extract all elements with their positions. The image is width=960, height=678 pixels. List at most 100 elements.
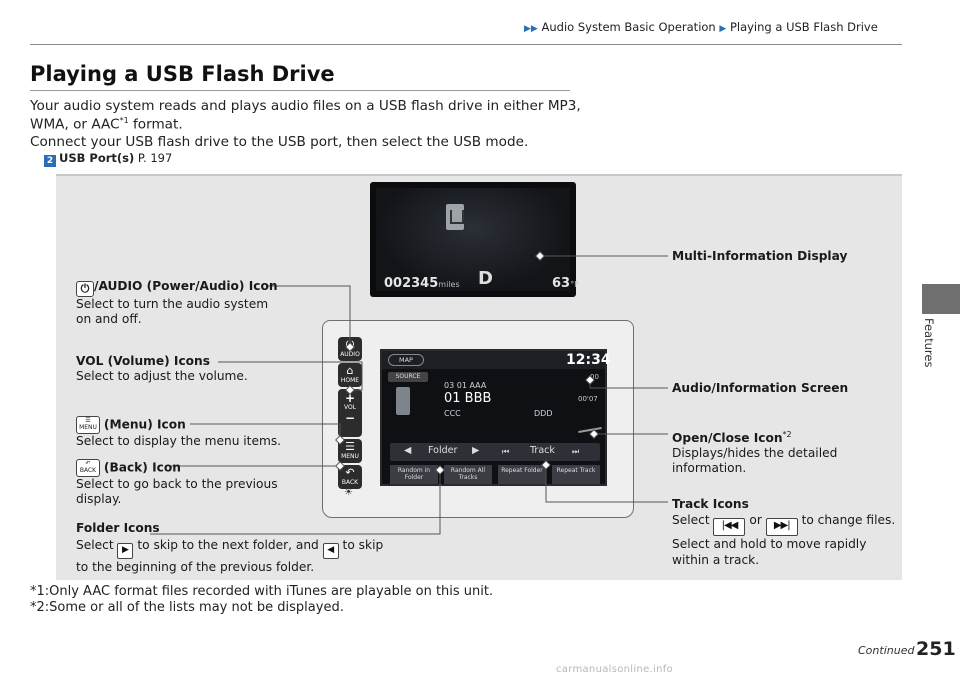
callout-track-title: Track Icons	[672, 497, 749, 511]
callout-open-close-desc-1: Displays/hides the detailed	[672, 446, 838, 461]
skip-forward-icon[interactable]: ⏭	[572, 447, 580, 456]
callout-track-change: to change files.	[801, 513, 896, 527]
elapsed-time: 00'07	[578, 395, 598, 403]
folder-previous-icon[interactable]: ◀	[404, 445, 412, 456]
callout-open-close-title: Open/Close Icon	[672, 431, 783, 446]
breadcrumb-arrow-icon: ▶	[719, 24, 727, 34]
breadcrumb-arrow-icon: ▶▶	[524, 24, 538, 34]
callout-track-or: or	[749, 513, 762, 527]
gear-indicator: D	[478, 268, 493, 289]
repeat-folder-button[interactable]: Repeat Folder	[498, 465, 546, 484]
random-all-tracks-button[interactable]: Random All Tracks	[444, 465, 492, 484]
outside-temperature: 63°F	[552, 276, 579, 291]
callout-back-desc-1: Select to go back to the previous	[76, 477, 278, 491]
volume-buttons[interactable]: +VOL−	[338, 389, 362, 437]
callout-folder-title: Folder Icons	[76, 521, 160, 535]
volume-down-icon[interactable]: −	[344, 411, 356, 425]
intro-line-2-b: format.	[128, 116, 183, 133]
screen-status-bar	[382, 351, 605, 369]
callout-power: ⏻/AUDIO (Power/Audio) Icon Select to tur…	[76, 279, 278, 327]
callout-track: Track Icons Select |◀◀ or ▶▶| to change …	[672, 496, 895, 568]
breadcrumb-section[interactable]: Audio System Basic Operation	[541, 20, 716, 34]
folder-next-icon[interactable]: ▶	[472, 445, 480, 456]
intro-line-3: Connect your USB flash drive to the USB …	[30, 134, 529, 150]
callout-folder-select: Select	[76, 538, 114, 552]
callout-folder-skip: to skip	[342, 538, 384, 552]
intro-line-2: WMA, or AAC*1 format.	[30, 116, 183, 133]
reference-page: P. 197	[137, 151, 173, 165]
callout-track-desc-3: within a track.	[672, 553, 760, 567]
folder-previous-icon: ◀	[322, 543, 339, 559]
reference-arrow-icon: 2	[44, 155, 56, 167]
power-icon: ⏻	[76, 281, 94, 297]
map-button[interactable]: MAP	[388, 354, 424, 366]
power-audio-button-label: AUDIO	[340, 351, 360, 358]
callout-mid-title: Multi-Information Display	[672, 249, 848, 263]
callout-power-desc-1: Select to turn the audio system	[76, 297, 269, 311]
callout-track-desc-2: Select and hold to move rapidly	[672, 537, 867, 551]
folder-next-icon: ▶	[117, 543, 134, 559]
play-mode-options: Random in Folder Random All Tracks Repea…	[390, 465, 600, 484]
folder-line: 03 01 AAA	[444, 381, 487, 390]
footnote-2: *2:Some or all of the lists may not be d…	[30, 600, 344, 615]
back-icon: ↶	[345, 466, 355, 479]
callout-power-title: /AUDIO (Power/Audio) Icon	[94, 279, 278, 293]
watermark: carmanualsonline.info	[556, 664, 673, 675]
page-title: Playing a USB Flash Drive	[30, 62, 335, 86]
menu-icon: ☰	[345, 440, 355, 453]
temperature-value: 63	[552, 276, 571, 291]
skip-back-icon[interactable]: ⏮	[502, 447, 510, 456]
callout-screen: Audio/Information Screen	[672, 381, 848, 396]
callout-back-title: (Back) Icon	[103, 460, 181, 475]
artist-name: CCC	[444, 409, 461, 418]
skip-back-icon: |◀◀	[713, 518, 746, 536]
callout-mid: Multi-Information Display	[672, 249, 847, 264]
chapter-tab[interactable]	[922, 284, 960, 314]
callout-back: ↶BACK (Back) Icon Select to go back to t…	[76, 459, 278, 507]
reference-label: USB Port(s)	[59, 151, 135, 165]
intro-line-1: Your audio system reads and plays audio …	[30, 98, 581, 114]
odometer-value: 002345	[384, 276, 439, 291]
callout-volume-desc: Select to adjust the volume.	[76, 369, 248, 383]
header-divider	[30, 44, 902, 45]
menu-button-label: MENU	[341, 453, 359, 460]
callout-menu-title: (Menu) Icon	[103, 417, 186, 432]
source-button[interactable]: SOURCE	[388, 372, 428, 382]
callout-menu: ☰MENU (Menu) Icon Select to display the …	[76, 416, 281, 449]
track-label: Track	[530, 445, 555, 456]
callout-menu-desc: Select to display the menu items.	[76, 434, 282, 448]
footnote-1: *1:Only AAC format files recorded with i…	[30, 584, 494, 599]
home-button-label: HOME	[340, 377, 360, 384]
home-button[interactable]: ⌂HOME	[338, 363, 362, 387]
volume-level: 00	[590, 373, 599, 381]
usb-icon	[396, 387, 410, 415]
callout-folder: Folder Icons Select ▶ to skip to the nex…	[76, 520, 383, 576]
footnote-ref-2: *2	[782, 430, 792, 439]
callout-folder-next: to skip to the next folder, and	[137, 538, 319, 552]
volume-up-icon[interactable]: +	[344, 391, 356, 405]
continued-label: Continued	[858, 644, 915, 657]
album-name: DDD	[534, 409, 553, 418]
menu-button[interactable]: ☰MENU	[338, 439, 362, 463]
mid-screen: 002345miles D 63°F	[376, 188, 579, 291]
repeat-track-button[interactable]: Repeat Track	[552, 465, 600, 484]
callout-open-close-desc-2: information.	[672, 461, 747, 476]
track-title: 01 BBB	[444, 391, 492, 406]
callout-power-desc-2: on and off.	[76, 312, 142, 326]
title-divider	[30, 90, 570, 91]
audio-information-screen: MAP 12:34 SOURCE 00 03 01 AAA 01 BBB 00'…	[380, 349, 611, 486]
breadcrumb-page[interactable]: Playing a USB Flash Drive	[729, 20, 878, 34]
callout-open-close: Open/Close Icon*2 Displays/hides the det…	[672, 427, 837, 476]
volume-label: VOL	[343, 404, 357, 411]
breadcrumb: ▶▶ Audio System Basic Operation ▶ Playin…	[524, 20, 878, 34]
random-in-folder-button[interactable]: Random in Folder	[390, 465, 438, 484]
back-button[interactable]: ↶BACK	[338, 465, 362, 489]
skip-forward-icon: ▶▶|	[765, 518, 798, 536]
clock: 12:34	[566, 352, 611, 368]
brightness-icon[interactable]: ☀	[344, 487, 353, 498]
odometer: 002345miles	[384, 276, 460, 291]
back-button-label: BACK	[341, 479, 359, 486]
callout-screen-title: Audio/Information Screen	[672, 381, 849, 395]
